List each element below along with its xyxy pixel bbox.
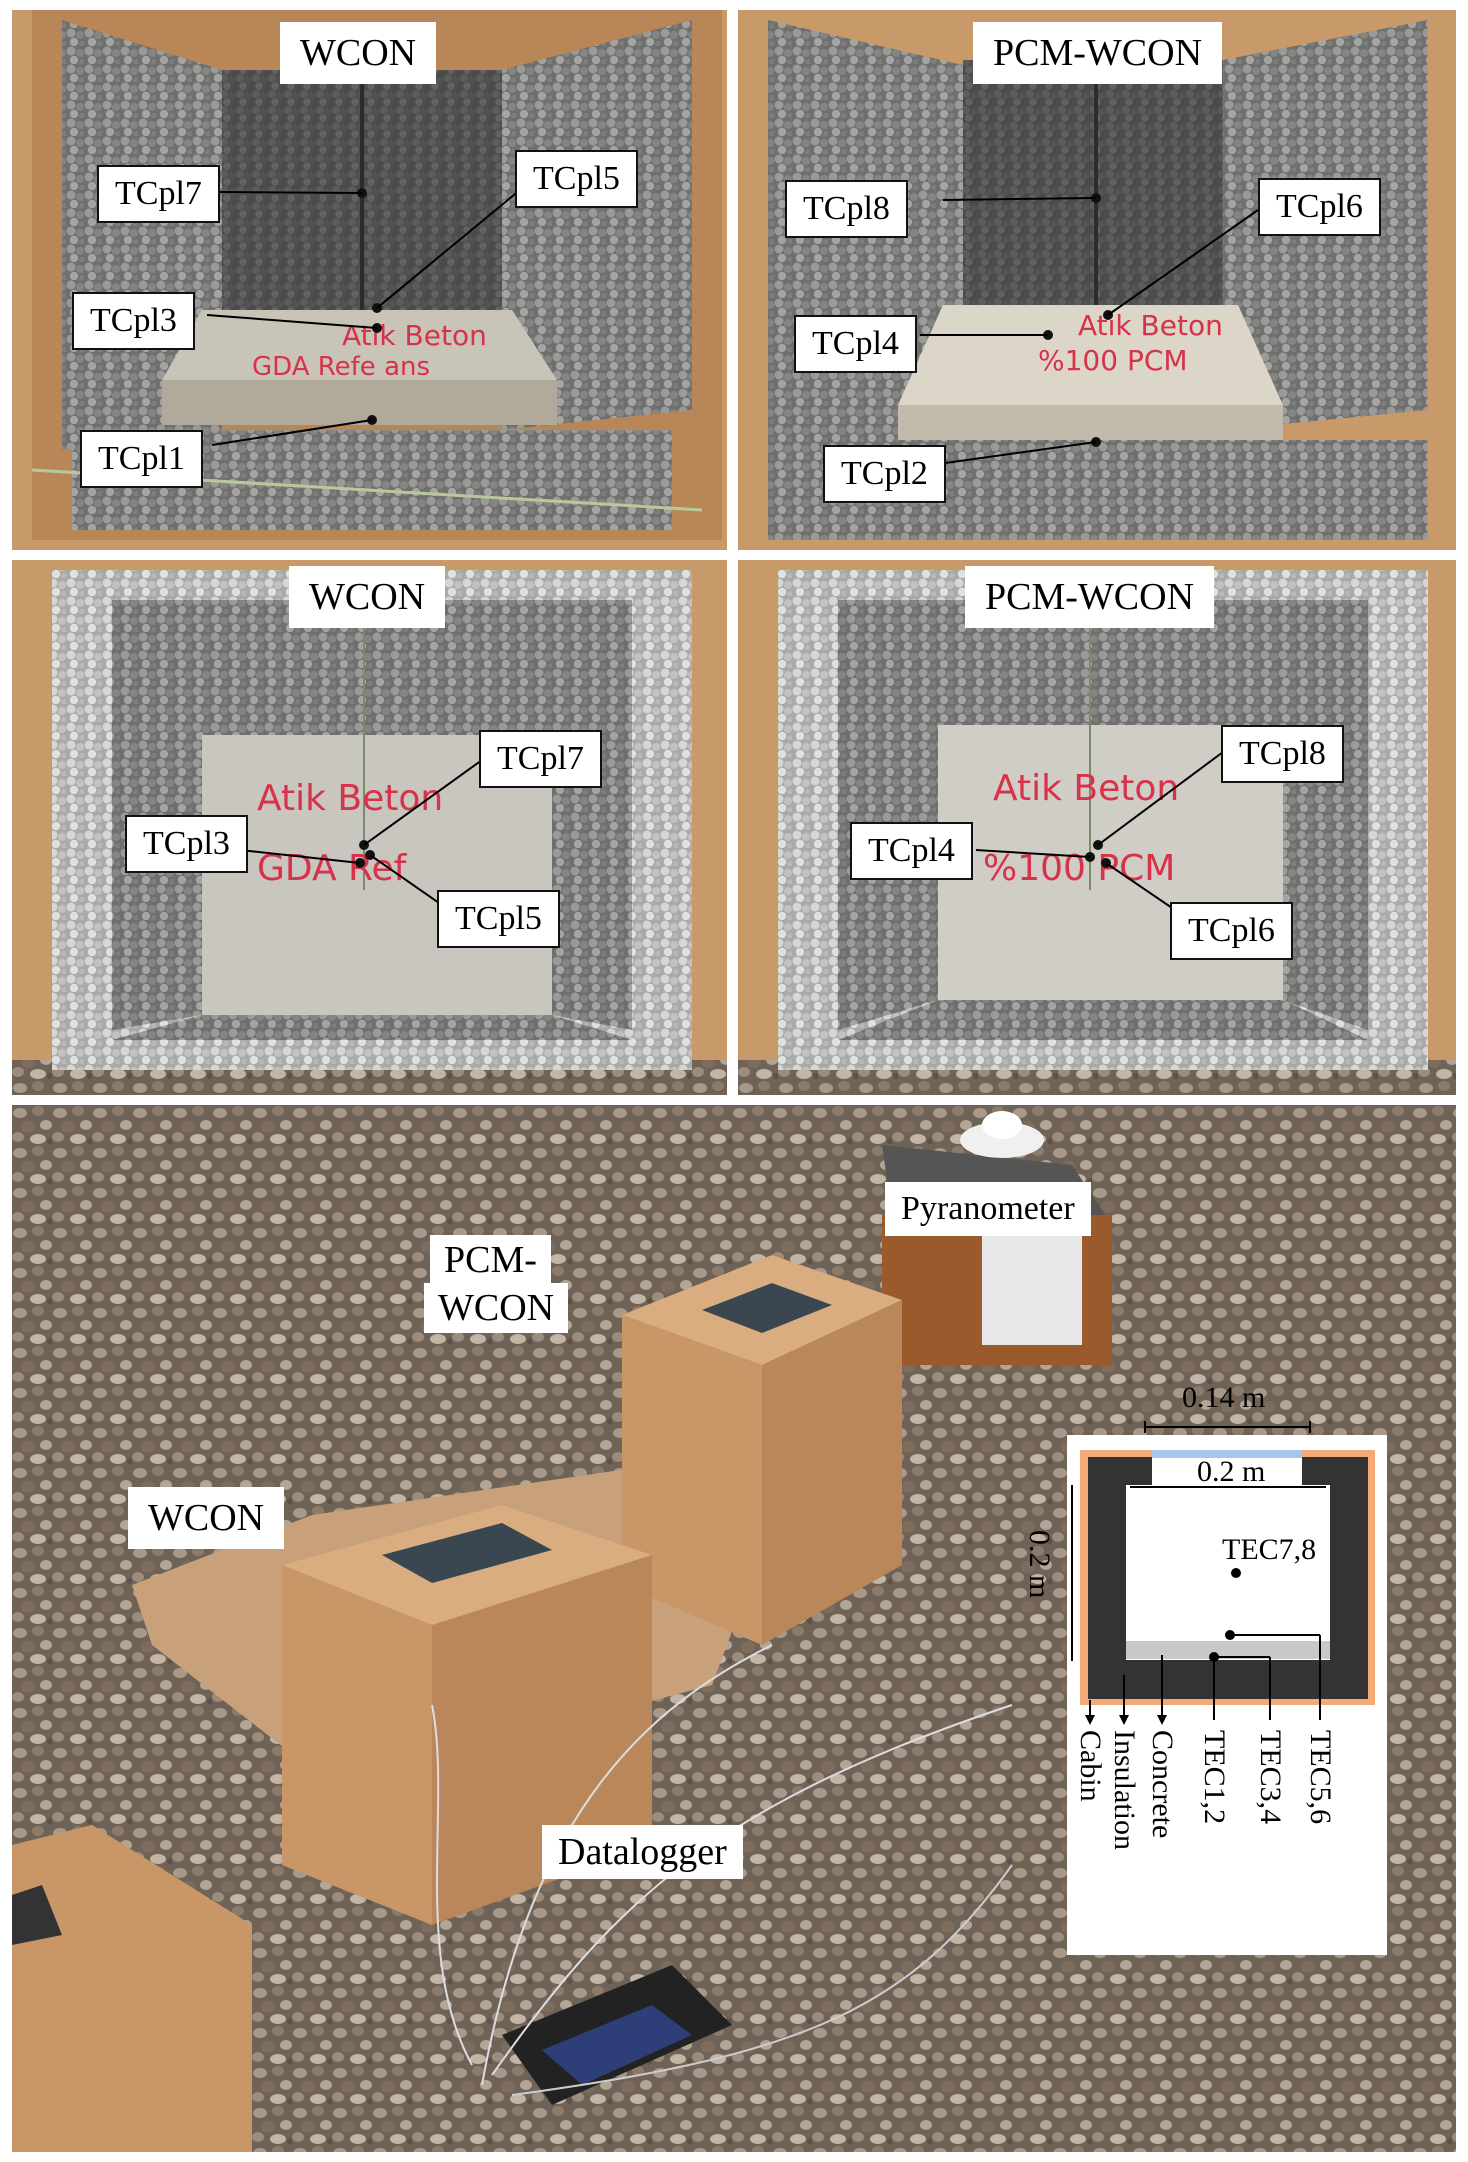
legend-cabin: Cabin xyxy=(1074,1730,1107,1802)
sensor-label: TCpl7 xyxy=(97,165,220,223)
sensor-label: TCpl5 xyxy=(515,150,638,208)
sensor-label: TCpl6 xyxy=(1258,178,1381,236)
pcm-wcon-label-line1: PCM- xyxy=(430,1235,551,1285)
dimension-inner: 0.2 m xyxy=(1197,1455,1266,1488)
photo-rooftop-setup: Pyranometer PCM- WCON WCON Datalogger 0.… xyxy=(12,1105,1456,2152)
photo-pcm-wcon-top-view: Atik Beton %100 PCM PCM-WCON TCpl8 TCpl4… xyxy=(738,560,1456,1095)
sensor-label: TCpl6 xyxy=(1170,902,1293,960)
sensor-label: TCpl1 xyxy=(80,430,203,488)
sensor-label: TCpl4 xyxy=(850,822,973,880)
panel-title-pcm-wcon: PCM-WCON xyxy=(965,566,1215,628)
svg-text:Atik Beton: Atik Beton xyxy=(993,768,1179,809)
sensor-label: TCpl7 xyxy=(479,730,602,788)
photo-pcm-wcon-side-view: Atik Beton %100 PCM PCM-WCON TCpl8 TCpl6… xyxy=(738,10,1456,550)
panel-title-pcm-wcon: PCM-WCON xyxy=(973,22,1223,84)
photo-wcon-top-image: Atik Beton GDA Ref xyxy=(12,560,727,1095)
sensor-label: TCpl2 xyxy=(823,445,946,503)
sensor-label: TCpl8 xyxy=(785,180,908,238)
panel-title-wcon: WCON xyxy=(289,566,446,628)
sensor-label: TCpl5 xyxy=(437,890,560,948)
photo-wcon-side-view: Atik Beton GDA Refe ans WCON TCpl7 TCpl5… xyxy=(12,10,727,550)
legend-concrete: Concrete xyxy=(1146,1730,1179,1839)
pcm-wcon-label-line2: WCON xyxy=(424,1283,569,1333)
svg-text:Atik Beton: Atik Beton xyxy=(342,319,487,352)
svg-text:Atik Beton: Atik Beton xyxy=(1078,309,1223,342)
photo-pcm-wcon-top-image: Atik Beton %100 PCM xyxy=(738,560,1456,1095)
svg-text:Atik Beton: Atik Beton xyxy=(257,778,443,819)
dimension-side: 0.2 m xyxy=(1023,1530,1056,1599)
sensor-label: TCpl8 xyxy=(1221,725,1344,783)
datalogger-label: Datalogger xyxy=(542,1825,743,1879)
legend-tec34: TEC3,4 xyxy=(1254,1730,1287,1825)
svg-text:%100 PCM: %100 PCM xyxy=(983,848,1175,889)
dimension-top: 0.14 m xyxy=(1182,1381,1266,1414)
photo-wcon-top-view: Atik Beton GDA Ref WCON TCpl7 TCpl3 TCpl… xyxy=(12,560,727,1095)
pyranometer-label: Pyranometer xyxy=(885,1182,1091,1236)
svg-text:GDA Refe ans: GDA Refe ans xyxy=(252,352,430,382)
tec78-label: TEC7,8 xyxy=(1222,1533,1317,1566)
panel-title-wcon: WCON xyxy=(280,22,437,84)
svg-text:%100 PCM: %100 PCM xyxy=(1038,344,1188,377)
sensor-label: TCpl4 xyxy=(794,315,917,373)
legend-tec56: TEC5,6 xyxy=(1304,1730,1337,1825)
sensor-label: TCpl3 xyxy=(125,815,248,873)
legend-tec12: TEC1,2 xyxy=(1198,1730,1231,1825)
photo-rooftop-image xyxy=(12,1105,1456,2152)
wcon-label: WCON xyxy=(128,1487,285,1549)
sensor-label: TCpl3 xyxy=(72,292,195,350)
legend-insulation: Insulation xyxy=(1108,1730,1141,1850)
